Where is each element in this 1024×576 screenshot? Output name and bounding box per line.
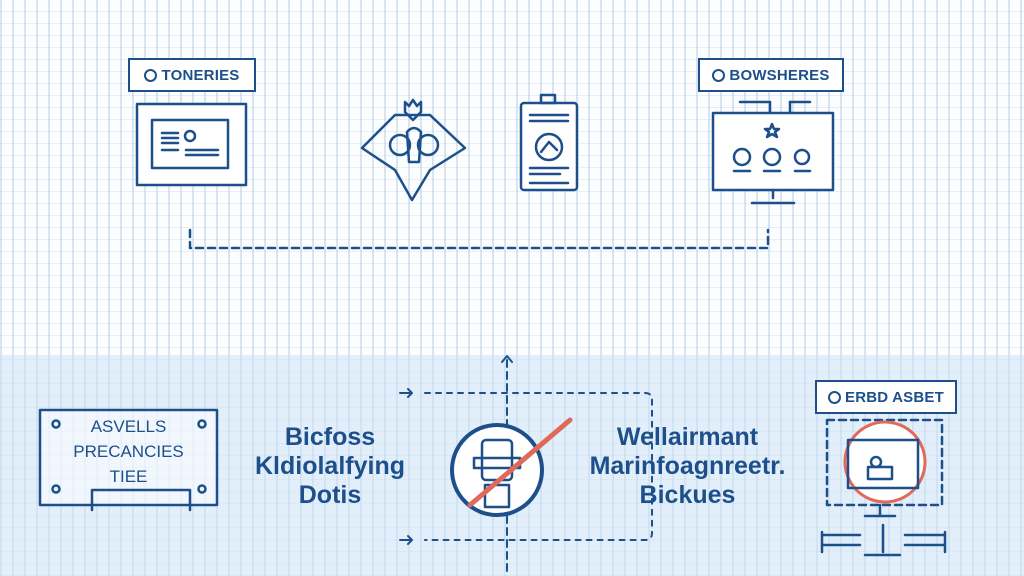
text-line: Kldiolalfying bbox=[255, 452, 405, 480]
top-connector bbox=[188, 228, 770, 250]
label-erbd-asbet: ERBD ASBET bbox=[815, 380, 957, 414]
right-monitor-icon bbox=[820, 418, 947, 557]
circle-icon bbox=[828, 390, 842, 404]
text-line: Bicfoss bbox=[284, 423, 376, 451]
label-toneries: TONERIES bbox=[128, 58, 256, 92]
circle-icon bbox=[144, 68, 158, 82]
left-box bbox=[38, 408, 219, 512]
box-line: PRECANCIES bbox=[73, 442, 184, 461]
label-text: TONERIES bbox=[161, 66, 240, 84]
left-box-text: ASVELLS PRECANCIES TIEE bbox=[40, 414, 217, 489]
box-line: TIEE bbox=[109, 467, 148, 486]
bird-icon bbox=[360, 98, 467, 202]
label-bowsheres: BOWSHERES bbox=[698, 58, 844, 92]
text-line: Bickues bbox=[639, 481, 736, 509]
center-left-text: Bicfoss Kldiolalfying Dotis bbox=[230, 423, 430, 510]
text-line: Dotis bbox=[298, 481, 362, 509]
label-text: ERBD ASBET bbox=[845, 388, 944, 406]
label-text: BOWSHERES bbox=[729, 66, 830, 84]
text-line: Marinfoagnreetr. bbox=[589, 452, 786, 480]
center-right-text: Wellairmant Marinfoagnreetr. Bickues bbox=[580, 423, 795, 510]
monitor-icon bbox=[711, 100, 835, 205]
box-line: ASVELLS bbox=[90, 417, 167, 436]
circle-icon bbox=[712, 68, 726, 82]
text-line: Wellairmant bbox=[616, 423, 759, 451]
blocked-robot-icon bbox=[450, 417, 573, 517]
card-icon bbox=[135, 102, 248, 187]
phone-icon bbox=[519, 93, 579, 192]
